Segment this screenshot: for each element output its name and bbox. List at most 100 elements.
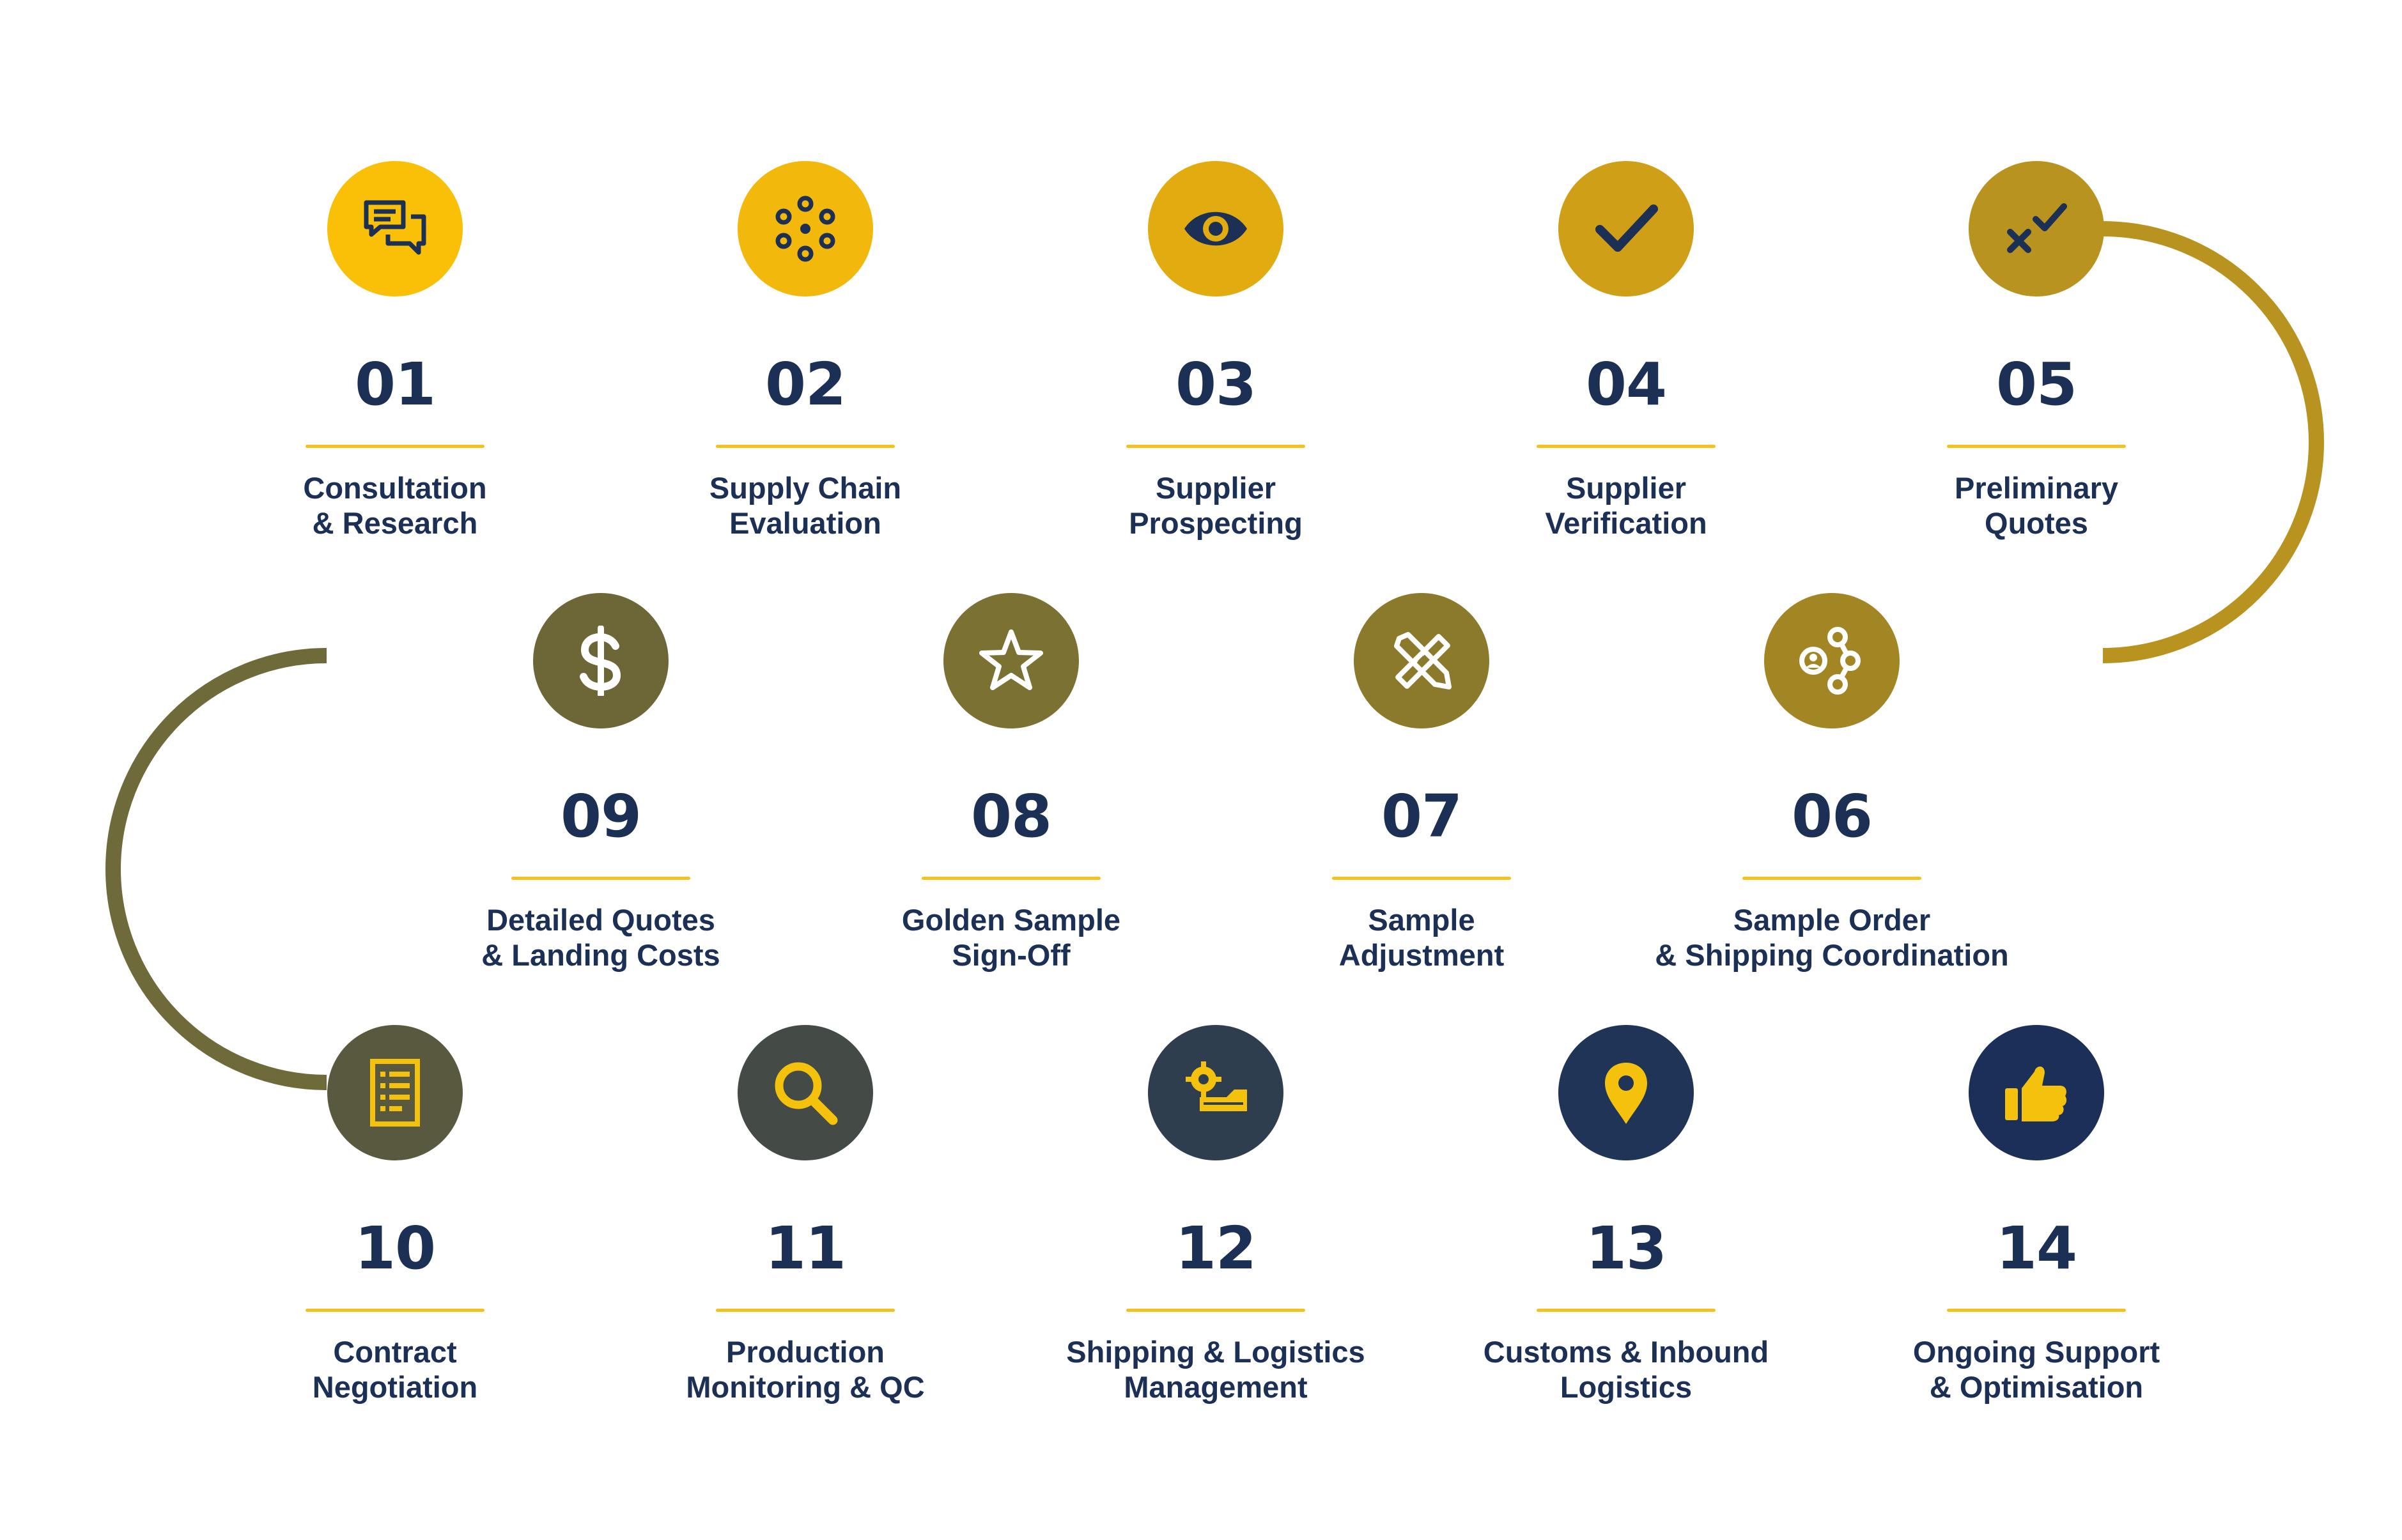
step-circle	[327, 1025, 463, 1160]
step-divider	[922, 877, 1101, 880]
step-number: 11	[764, 1214, 846, 1282]
chat-bubbles-icon	[364, 200, 426, 255]
step-divider	[1332, 877, 1511, 880]
step-divider	[716, 1309, 895, 1312]
checkmark-icon	[1595, 204, 1658, 252]
star-icon	[979, 629, 1043, 690]
step-label-line1: Golden Sample	[901, 903, 1121, 937]
step-circle	[1148, 1025, 1283, 1160]
location-pin-icon	[1605, 1063, 1647, 1124]
step-circle	[1969, 161, 2104, 296]
step-divider	[1126, 1309, 1305, 1312]
step-label-line2: & Landing Costs	[481, 938, 720, 972]
step-number: 14	[1995, 1214, 2077, 1282]
step-label-line1: Supply Chain	[709, 471, 902, 505]
step-circle	[738, 161, 873, 296]
step-number: 01	[354, 350, 436, 419]
step-label-line1: Shipping & Logistics	[1066, 1335, 1365, 1369]
step-number: 07	[1381, 782, 1462, 851]
eye-icon	[1184, 212, 1247, 246]
step-label-line2: Logistics	[1560, 1370, 1693, 1404]
step-number: 02	[764, 350, 846, 419]
step-label-line2: Management	[1124, 1370, 1308, 1404]
step-number: 12	[1175, 1214, 1257, 1282]
step-circle	[1148, 161, 1283, 296]
step-circle	[1764, 593, 1900, 728]
step-circle	[943, 593, 1079, 728]
step-circle	[738, 1025, 873, 1160]
step-divider	[1126, 445, 1305, 448]
step-number: 03	[1175, 350, 1257, 419]
step-label-line1: Contract	[333, 1335, 457, 1369]
step-number: 05	[1995, 350, 2077, 419]
step-label-line1: Sample Order	[1733, 903, 1931, 937]
step-label-line2: Verification	[1545, 506, 1707, 540]
step-label-line2: & Research	[312, 506, 478, 540]
step-circle	[1558, 1025, 1694, 1160]
gear-truck-icon	[1186, 1061, 1247, 1111]
step-label-line1: Production	[725, 1335, 885, 1369]
step-label: Sample Order& Shipping Coordination	[1640, 902, 2024, 973]
step-divider	[1537, 445, 1716, 448]
step-divider	[1537, 1309, 1716, 1312]
step-label-line1: Supplier	[1565, 471, 1687, 505]
step-number: 10	[354, 1214, 436, 1282]
step-circle	[533, 593, 669, 728]
step-divider	[1947, 1309, 2126, 1312]
step-label-line1: Preliminary	[1954, 471, 2119, 505]
x-and-check-icon	[2007, 203, 2067, 253]
step-label-line2: & Optimisation	[1929, 1370, 2144, 1404]
step-label: Consultation& Research	[203, 470, 587, 541]
step-label-line1: Ongoing Support	[1912, 1335, 2160, 1369]
step-divider	[716, 445, 895, 448]
step-number: 09	[560, 782, 642, 851]
step-divider	[1947, 445, 2126, 448]
track-arc-right	[2102, 221, 2324, 663]
step-number: 13	[1585, 1214, 1667, 1282]
step-label: Ongoing Support& Optimisation	[1845, 1334, 2228, 1405]
step-label-line2: Monitoring & QC	[686, 1370, 925, 1404]
step-divider	[1742, 877, 1921, 880]
magnifier-icon	[775, 1062, 838, 1125]
step-divider	[511, 877, 690, 880]
step-number: 06	[1791, 782, 1873, 851]
thumbs-up-icon	[2005, 1066, 2067, 1121]
step-label-line2: Sign-Off	[952, 938, 1071, 972]
step-label-line2: Prospecting	[1129, 506, 1303, 540]
step-label-line2: Adjustment	[1338, 938, 1505, 972]
network-circle-icon	[775, 196, 835, 262]
step-label-line2: Evaluation	[729, 506, 881, 540]
step-label-line1: Consultation	[303, 471, 487, 505]
ruler-pencil-icon	[1394, 632, 1452, 689]
step-label-line2: Quotes	[1985, 506, 2088, 540]
step-label-line2: & Shipping Coordination	[1655, 938, 2009, 972]
step-number: 08	[970, 782, 1052, 851]
connected-nodes-icon	[1799, 627, 1861, 695]
step-label-line1: Detailed Quotes	[486, 903, 715, 937]
step-circle	[1558, 161, 1694, 296]
step-number: 04	[1585, 350, 1667, 419]
step-label-line1: Customs & Inbound	[1483, 1335, 1769, 1369]
step-divider	[306, 445, 484, 448]
step-circle	[327, 161, 463, 296]
step-circle	[1354, 593, 1489, 728]
step-label-line1: Sample	[1368, 903, 1475, 937]
step-label-line1: Supplier	[1155, 471, 1276, 505]
step-label-line2: Negotiation	[312, 1370, 478, 1404]
track-arc-left	[105, 648, 327, 1090]
step-circle	[1969, 1025, 2104, 1160]
document-list-icon	[370, 1059, 420, 1127]
step-label: Detailed Quotes& Landing Costs	[409, 902, 793, 973]
step-divider	[306, 1309, 484, 1312]
